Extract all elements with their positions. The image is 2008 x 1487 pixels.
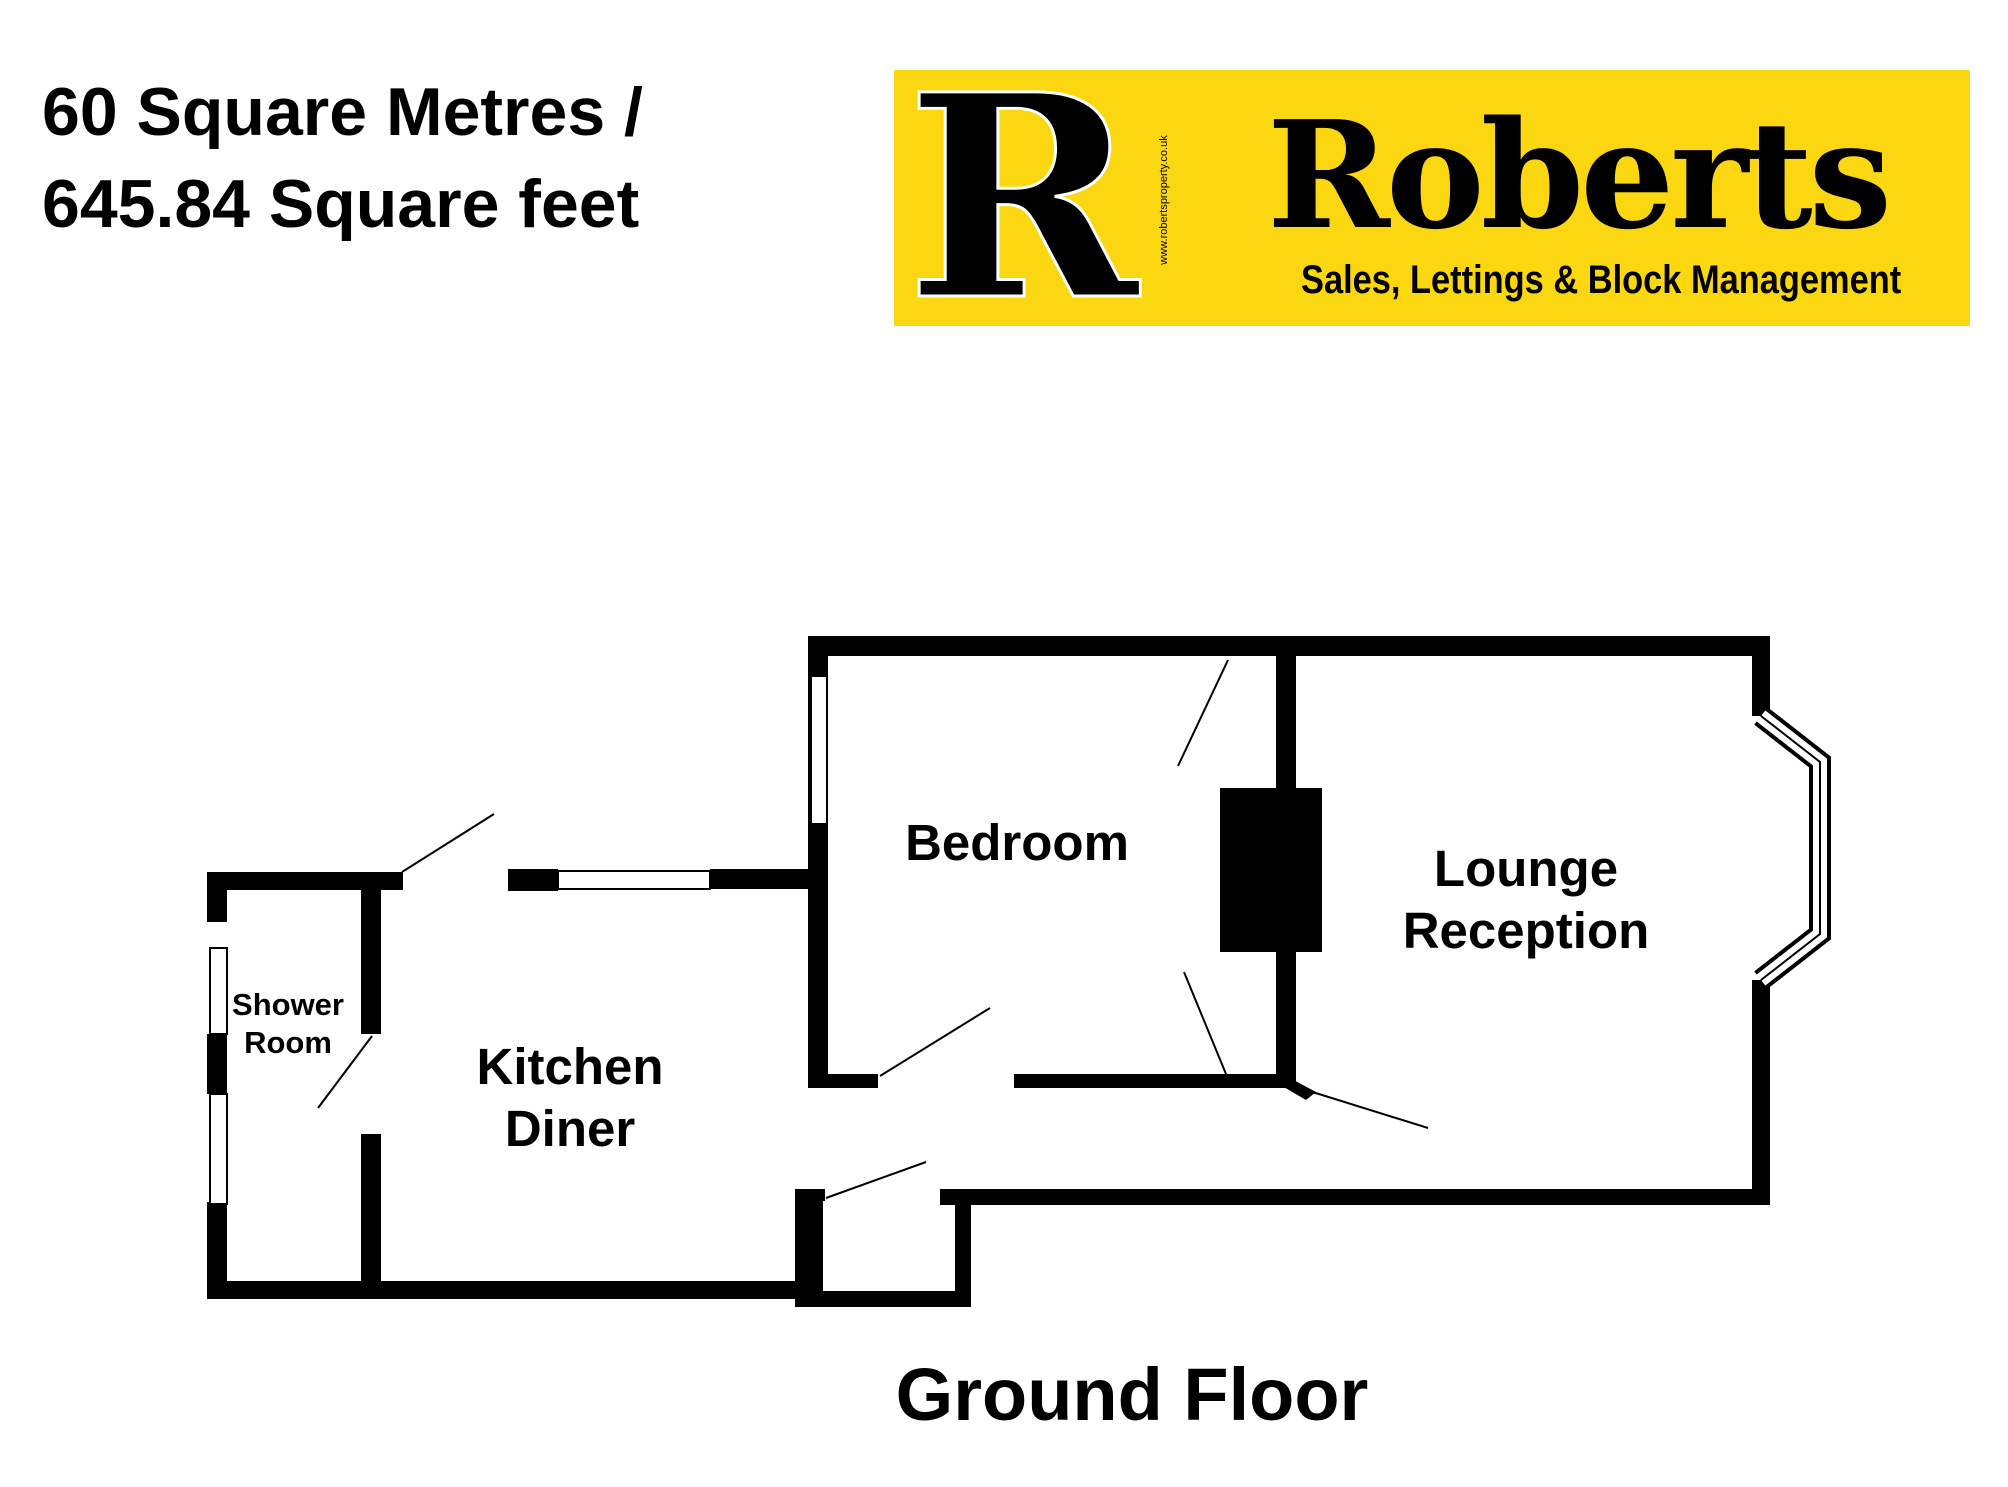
room-label-lounge-line1: Lounge (1433, 840, 1619, 897)
floor-area: 60 Square Metres / 645.84 Square feet (42, 66, 643, 250)
wall-shower-kitchen-upper (361, 872, 381, 1034)
room-label-lounge-line2: Reception (1402, 902, 1650, 959)
wall-shower-west-bottom (207, 1202, 227, 1298)
room-label-lounge-reception: Lounge Reception (1403, 838, 1650, 962)
window-bedroom (810, 675, 828, 825)
door-swing-lounge (1305, 1089, 1429, 1129)
door-swings (317, 659, 1429, 1199)
logo-tagline: Sales, Lettings & Block Management (1301, 258, 1902, 302)
walls (207, 636, 1770, 1307)
wall-lounge-east-upper (1752, 636, 1770, 716)
door-swing-shower (317, 1035, 373, 1109)
wall-shower-west-top (207, 872, 227, 922)
room-label-kitchen-line2: Diner (504, 1100, 636, 1157)
wall-porch-top-west (795, 1189, 825, 1201)
wall-shower-west-block (207, 1034, 227, 1094)
floor-area-metres: 60 Square Metres / (42, 74, 643, 150)
door-swing-bedroom-cupboard-bottom (1183, 971, 1227, 1075)
wall-porch-east (955, 1189, 971, 1307)
door-swing-kitchen-north (401, 813, 495, 873)
window-shower-lower (209, 1093, 228, 1205)
wall-bedroom-south-east (1014, 1074, 1296, 1088)
room-label-kitchen-line1: Kitchen (476, 1038, 664, 1095)
wall-bottom-east (940, 1189, 1770, 1205)
chimney-breast (1220, 788, 1322, 952)
agency-logo: R www.robertsproperty.co.uk Roberts Sale… (894, 34, 1970, 363)
wall-kitchen-north-west (508, 869, 558, 891)
door-swing-entrance (825, 1161, 927, 1199)
floor-area-feet: 645.84 Square feet (42, 166, 640, 242)
door-swing-bedroom (879, 1007, 991, 1077)
wall-shower-bottom (207, 1281, 373, 1299)
room-label-shower-line2: Room (244, 1025, 332, 1060)
door-swing-bedroom-cupboard-top (1177, 659, 1229, 767)
wall-corner-nib (1282, 1076, 1316, 1100)
logo-letter: R (905, 34, 1141, 363)
logo-name: Roberts (1267, 88, 1892, 262)
room-label-shower-line1: Shower (232, 987, 344, 1022)
windows (209, 675, 1831, 1205)
room-label-bedroom-line1: Bedroom (905, 814, 1129, 871)
room-label-bedroom: Bedroom (905, 812, 1129, 874)
wall-shower-top (207, 872, 403, 890)
wall-kitchen-north-east (710, 869, 820, 889)
floor-title: Ground Floor (895, 1353, 1369, 1436)
wall-lounge-east-lower (1752, 980, 1770, 1204)
wall-top (808, 636, 1770, 656)
wall-kitchen-bottom (361, 1281, 801, 1299)
wall-porch-bottom (795, 1291, 969, 1307)
wall-shower-kitchen-lower (361, 1134, 381, 1290)
wall-bedroom-south-west (808, 1074, 878, 1088)
wall-porch-west (795, 1189, 823, 1307)
window-kitchen (557, 870, 711, 890)
room-label-kitchen-diner: Kitchen Diner (476, 1036, 663, 1160)
window-shower-upper (209, 947, 228, 1035)
room-label-shower-room: Shower Room (232, 986, 344, 1062)
bay-window-line (1760, 715, 1821, 981)
